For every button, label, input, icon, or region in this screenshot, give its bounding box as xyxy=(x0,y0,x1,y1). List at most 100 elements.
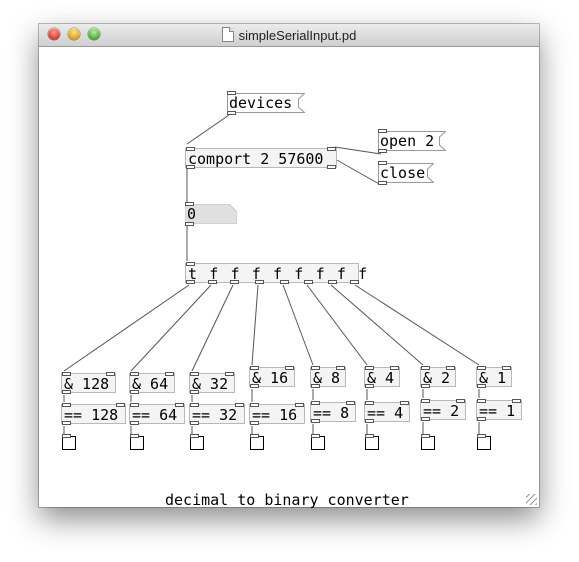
toggle-bit-2[interactable] xyxy=(421,434,435,450)
inlet[interactable] xyxy=(227,91,236,95)
inlet[interactable] xyxy=(250,403,259,407)
and-16-object[interactable]: & 16 xyxy=(249,366,295,388)
minimize-window-icon[interactable] xyxy=(68,28,80,40)
inlet[interactable] xyxy=(346,401,355,405)
inlet[interactable] xyxy=(327,147,336,151)
outlet[interactable] xyxy=(280,280,289,284)
outlet[interactable] xyxy=(477,384,486,388)
outlet[interactable] xyxy=(250,384,259,388)
inlet[interactable] xyxy=(116,403,125,407)
inlet[interactable] xyxy=(186,262,195,266)
inlet[interactable] xyxy=(400,401,409,405)
inlet[interactable] xyxy=(235,403,244,407)
trigger-object[interactable]: t f f f f f f f f xyxy=(185,262,367,284)
outlet[interactable] xyxy=(250,421,259,425)
eq-1-object[interactable]: == 1 xyxy=(476,399,522,421)
inlet[interactable] xyxy=(446,366,455,370)
patch-canvas[interactable]: devices comport 2 57600 open 2 close xyxy=(39,47,539,509)
outlet[interactable] xyxy=(311,384,320,388)
eq-2-object[interactable]: == 2 xyxy=(420,399,466,421)
eq-8-object[interactable]: == 8 xyxy=(310,401,356,423)
inlet[interactable] xyxy=(175,403,184,407)
outlet[interactable] xyxy=(421,384,430,388)
inlet[interactable] xyxy=(421,399,430,403)
eq-128-object[interactable]: == 128 xyxy=(61,403,126,425)
outlet[interactable] xyxy=(328,280,337,284)
outlet[interactable] xyxy=(365,384,374,388)
outlet[interactable] xyxy=(365,419,374,423)
outlet[interactable] xyxy=(186,165,195,169)
inlet[interactable] xyxy=(365,434,374,438)
outlet[interactable] xyxy=(190,390,199,394)
inlet[interactable] xyxy=(502,366,511,370)
toggle-bit-32[interactable] xyxy=(190,434,204,450)
and-64-object[interactable]: & 64 xyxy=(129,372,175,394)
number-box[interactable]: 0 xyxy=(185,202,237,226)
inlet[interactable] xyxy=(62,403,71,407)
toggle-bit-16[interactable] xyxy=(250,434,264,450)
resize-handle-icon[interactable] xyxy=(526,494,537,505)
inlet[interactable] xyxy=(190,434,199,438)
and-1-object[interactable]: & 1 xyxy=(476,366,512,388)
outlet[interactable] xyxy=(421,417,430,421)
outlet[interactable] xyxy=(62,421,71,425)
outlet[interactable] xyxy=(208,280,217,284)
inlet[interactable] xyxy=(421,434,430,438)
close-window-icon[interactable] xyxy=(48,28,60,40)
inlet[interactable] xyxy=(285,366,294,370)
inlet[interactable] xyxy=(390,366,399,370)
inlet[interactable] xyxy=(130,434,139,438)
inlet[interactable] xyxy=(365,366,374,370)
zoom-window-icon[interactable] xyxy=(88,28,100,40)
inlet[interactable] xyxy=(165,372,174,376)
eq-32-object[interactable]: == 32 xyxy=(189,403,245,425)
inlet[interactable] xyxy=(62,372,71,376)
inlet[interactable] xyxy=(311,434,320,438)
outlet[interactable] xyxy=(62,390,71,394)
inlet[interactable] xyxy=(186,147,195,151)
open-message[interactable]: open 2 xyxy=(378,129,446,153)
eq-4-object[interactable]: == 4 xyxy=(364,401,410,423)
devices-message[interactable]: devices xyxy=(227,91,305,115)
inlet[interactable] xyxy=(365,401,374,405)
inlet[interactable] xyxy=(225,372,234,376)
inlet[interactable] xyxy=(421,366,430,370)
inlet[interactable] xyxy=(190,372,199,376)
outlet[interactable] xyxy=(311,419,320,423)
inlet[interactable] xyxy=(512,399,521,403)
outlet[interactable] xyxy=(185,222,194,226)
toggle-bit-1[interactable] xyxy=(477,434,491,450)
toggle-bit-4[interactable] xyxy=(365,434,379,450)
inlet[interactable] xyxy=(477,366,486,370)
title-bar[interactable]: simpleSerialInput.pd xyxy=(39,24,539,47)
inlet[interactable] xyxy=(62,434,71,438)
inlet[interactable] xyxy=(106,372,115,376)
inlet[interactable] xyxy=(250,366,259,370)
outlet[interactable] xyxy=(230,280,239,284)
inlet[interactable] xyxy=(378,161,387,165)
outlet[interactable] xyxy=(227,111,236,115)
inlet[interactable] xyxy=(130,403,139,407)
outlet[interactable] xyxy=(477,417,486,421)
inlet[interactable] xyxy=(250,434,259,438)
and-2-object[interactable]: & 2 xyxy=(420,366,456,388)
outlet[interactable] xyxy=(378,181,387,185)
and-128-object[interactable]: & 128 xyxy=(61,372,116,394)
outlet[interactable] xyxy=(304,280,313,284)
and-8-object[interactable]: & 8 xyxy=(310,366,346,388)
toggle-bit-64[interactable] xyxy=(130,434,144,450)
inlet[interactable] xyxy=(378,129,387,133)
outlet[interactable] xyxy=(378,149,387,153)
eq-64-object[interactable]: == 64 xyxy=(129,403,185,425)
outlet[interactable] xyxy=(186,280,195,284)
outlet[interactable] xyxy=(190,421,199,425)
close-message[interactable]: close xyxy=(378,161,434,185)
inlet[interactable] xyxy=(477,434,486,438)
toggle-bit-128[interactable] xyxy=(62,434,76,450)
outlet[interactable] xyxy=(255,280,264,284)
inlet[interactable] xyxy=(190,403,199,407)
inlet[interactable] xyxy=(130,372,139,376)
outlet[interactable] xyxy=(130,390,139,394)
toggle-bit-8[interactable] xyxy=(311,434,325,450)
inlet[interactable] xyxy=(477,399,486,403)
